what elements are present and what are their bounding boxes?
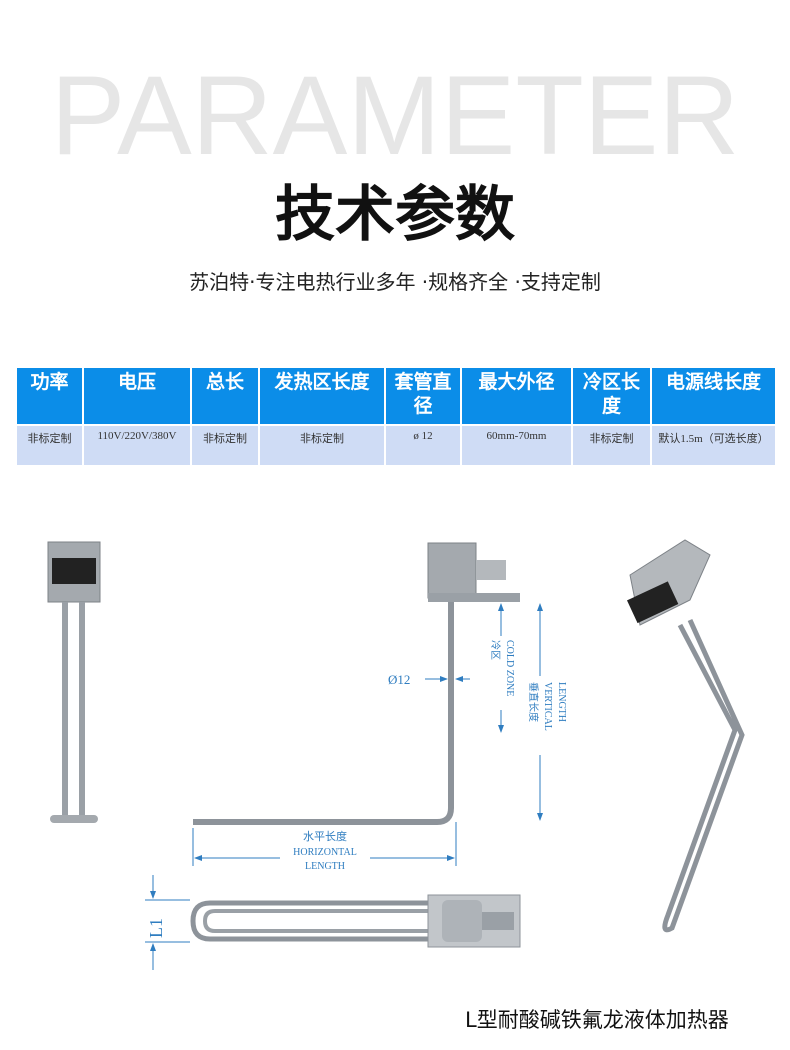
table-row: 非标定制 110V/220V/380V 非标定制 非标定制 ø 12 60mm-… — [17, 426, 775, 465]
cell: 非标定制 — [17, 426, 82, 465]
front-view — [47, 541, 101, 823]
top-view: L1 — [145, 875, 521, 970]
watermark: PARAMETER — [50, 53, 740, 178]
cell: 60mm-70mm — [462, 426, 571, 465]
subtitle: 苏泊特·专注电热行业多年 ·规格齐全 ·支持定制 — [189, 270, 601, 294]
th-heating-length: 发热区长度 — [260, 368, 384, 424]
l1-label: L1 — [146, 918, 166, 938]
page-title: 技术参数 — [275, 180, 515, 250]
spec-table: 功率 电压 总长 发热区长度 套管直径 最大外径 冷区长度 电源线长度 非标定制… — [15, 366, 777, 467]
th-power: 功率 — [17, 368, 82, 424]
cold-zone-cn: 冷区 — [489, 640, 502, 660]
vertical-en: VERTICAL — [542, 682, 553, 731]
horizontal-en: HORIZONTAL — [293, 847, 357, 858]
th-total-length: 总长 — [192, 368, 258, 424]
side-view: Ø12 冷区 COLD ZONE 垂直长度 VERTICAL LENGTH 水平… — [192, 542, 567, 872]
vertical-en2: LENGTH — [556, 682, 567, 722]
cold-zone-en: COLD ZONE — [504, 640, 515, 696]
product-caption: L型耐酸碱铁氟龙液体加热器 — [465, 1008, 729, 1032]
diameter-label: Ø12 — [388, 672, 410, 687]
iso-view — [626, 539, 745, 933]
th-cold-zone: 冷区长度 — [573, 368, 650, 424]
vertical-cn: 垂直长度 — [527, 682, 540, 722]
cell: 非标定制 — [192, 426, 258, 465]
horizontal-en2: LENGTH — [305, 861, 345, 872]
th-cable-length: 电源线长度 — [652, 368, 775, 424]
cell: ø 12 — [386, 426, 460, 465]
table-header-row: 功率 电压 总长 发热区长度 套管直径 最大外径 冷区长度 电源线长度 — [17, 368, 775, 424]
th-tube-diameter: 套管直径 — [386, 368, 460, 424]
cell: 默认1.5m（可选长度） — [652, 426, 775, 465]
cell: 非标定制 — [573, 426, 650, 465]
th-voltage: 电压 — [84, 368, 190, 424]
cell: 非标定制 — [260, 426, 384, 465]
horizontal-cn: 水平长度 — [303, 829, 347, 843]
cell: 110V/220V/380V — [84, 426, 190, 465]
th-max-diameter: 最大外径 — [462, 368, 571, 424]
